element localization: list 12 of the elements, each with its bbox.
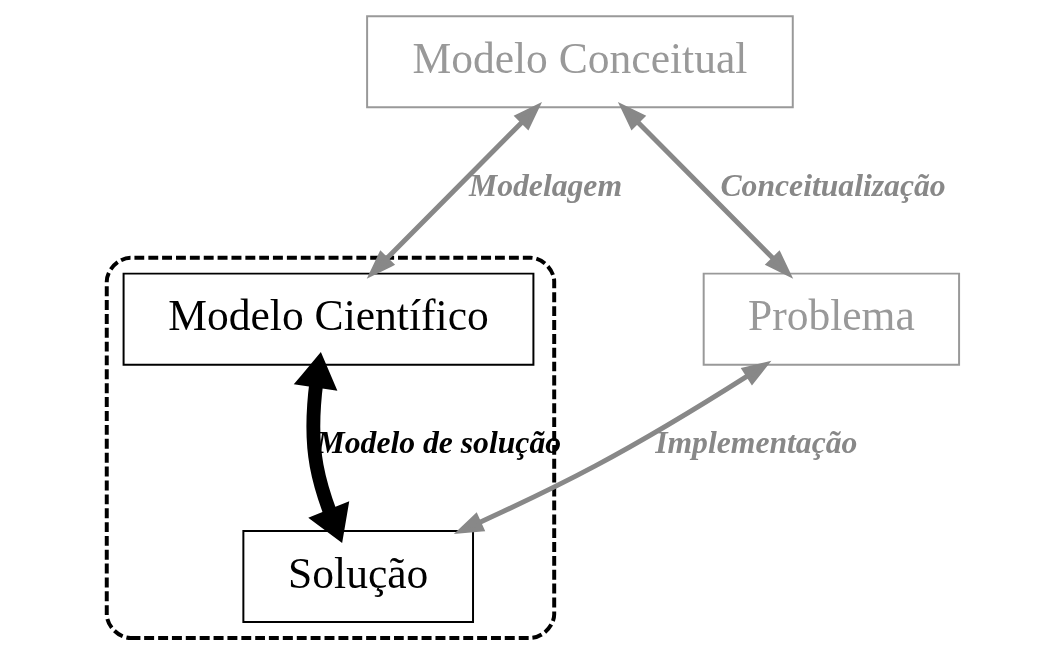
edge-label: Conceitualização [720, 168, 946, 204]
arrow [293, 351, 350, 543]
arrow [366, 102, 542, 279]
arrow [617, 102, 794, 279]
edge-label: Modelagem [469, 168, 623, 204]
arrow [453, 360, 772, 534]
edge-label: Modelo de solução [316, 425, 562, 461]
node-box: Modelo Conceitual [366, 15, 794, 109]
node-box: Solução [242, 530, 474, 624]
edge-label: Implementação [655, 425, 858, 461]
node-box: Problema [702, 272, 961, 366]
node-box: Modelo Científico [122, 272, 535, 366]
